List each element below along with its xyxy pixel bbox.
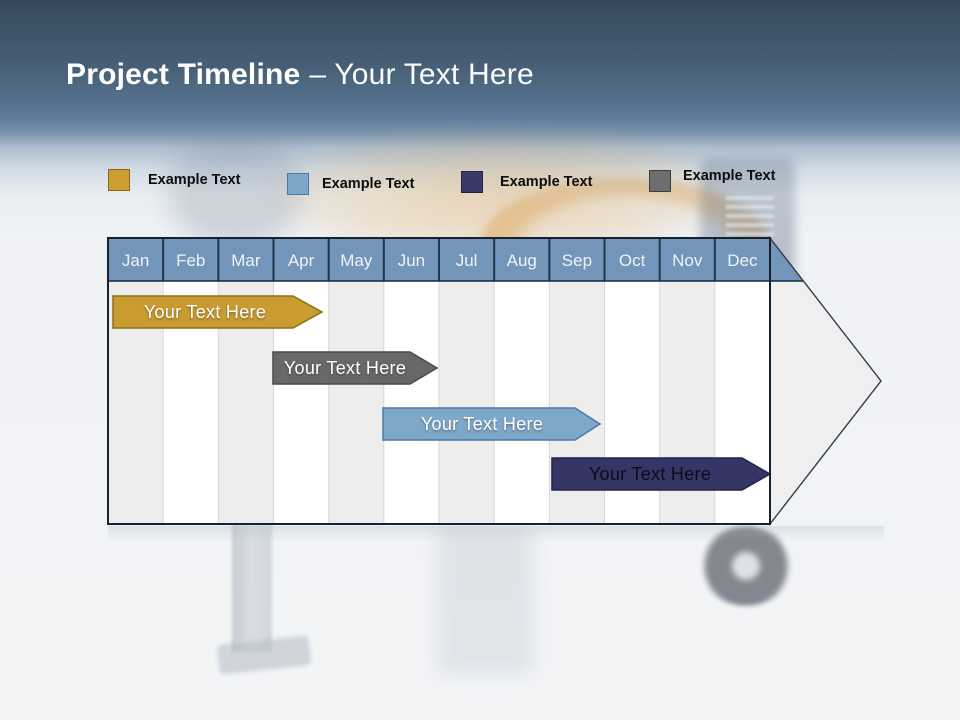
- legend-label-gold: Example Text: [148, 172, 241, 188]
- month-header-separators: [162, 238, 716, 281]
- month-label: Sep: [562, 251, 592, 270]
- legend-item-gray: Example Text: [649, 168, 776, 192]
- legend-item-light-blue: Example Text: [287, 173, 414, 195]
- month-label: Jan: [122, 251, 149, 270]
- legend-label-gray: Example Text: [683, 168, 776, 184]
- table-outline: [107, 237, 771, 525]
- month-label: Dec: [727, 251, 758, 270]
- mixer-stand-leg: [232, 524, 272, 652]
- legend-swatch-light-blue: [287, 173, 309, 195]
- timeline-bar-gray: Your Text Here: [272, 351, 439, 385]
- month-label: May: [340, 251, 373, 270]
- month-label: Feb: [176, 251, 205, 270]
- legend-label-navy: Example Text: [500, 174, 593, 190]
- slide-title: Project Timeline– Your Text Here: [66, 58, 534, 92]
- month-label: Nov: [672, 251, 703, 270]
- bar-label-light-blue: Your Text Here: [421, 414, 543, 434]
- mixer-stand-foot: [216, 635, 312, 675]
- bar-label-gold: Your Text Here: [144, 302, 266, 322]
- month-label: Mar: [231, 251, 261, 270]
- legend-swatch-gold: [108, 169, 130, 191]
- bar-label-gray: Your Text Here: [284, 358, 406, 378]
- table-reflection: [108, 526, 884, 542]
- legend-item-navy: Example Text: [461, 171, 592, 193]
- legend-item-gold: Example Text: [108, 169, 240, 191]
- bar-label-navy: Your Text Here: [589, 464, 711, 484]
- timeline-bar-gold: Your Text Here: [112, 295, 324, 329]
- title-suffix: – Your Text Here: [309, 58, 534, 91]
- timeline-bar-light-blue: Your Text Here: [382, 407, 602, 441]
- month-label: Jun: [398, 251, 425, 270]
- legend-swatch-navy: [461, 171, 483, 193]
- month-columns: [108, 281, 770, 524]
- timeline-bar-navy: Your Text Here: [551, 457, 772, 491]
- month-labels: Jan Feb Mar Apr May Jun Jul Aug Sep Oct …: [122, 251, 758, 270]
- legend-swatch-gray: [649, 170, 671, 192]
- month-label: Jul: [456, 251, 478, 270]
- month-label: Apr: [288, 251, 315, 270]
- mixer-wheel: [698, 526, 794, 606]
- month-label: Aug: [507, 251, 537, 270]
- timeline-arrow-diagram: Jan Feb Mar Apr May Jun Jul Aug Sep Oct …: [107, 235, 882, 527]
- legend-label-light-blue: Example Text: [322, 176, 415, 192]
- mixer-stand-streak: [438, 524, 533, 674]
- month-label: Oct: [619, 251, 646, 270]
- title-main: Project Timeline: [66, 58, 301, 91]
- month-header: Jan Feb Mar Apr May Jun Jul Aug Sep Oct …: [108, 238, 803, 282]
